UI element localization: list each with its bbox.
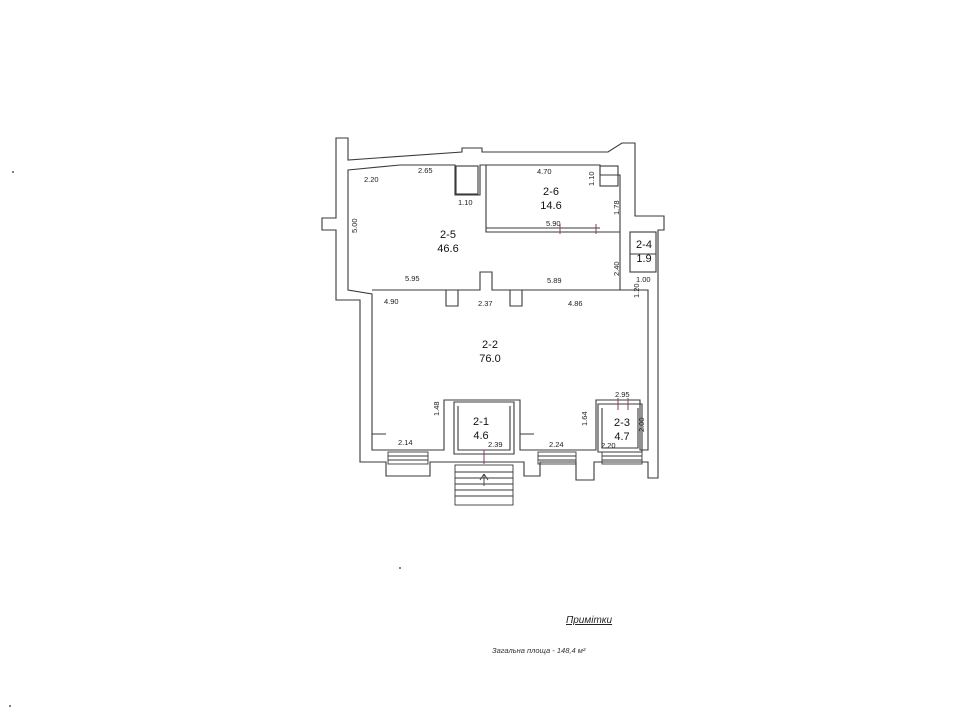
room-number: 2-5 — [440, 229, 456, 241]
window-marks — [483, 224, 629, 464]
room-area: 4.6 — [473, 430, 489, 442]
room-number: 2-6 — [543, 186, 559, 198]
right-steps — [601, 451, 643, 465]
room-area: 1.9 — [636, 253, 652, 265]
dimension-label: 2.65 — [418, 166, 433, 175]
notes-title: Примітки — [566, 615, 613, 626]
dimension-label: 1.00 — [636, 275, 651, 284]
room-label-2-4: 2-4 1.9 — [630, 238, 658, 266]
dimension-label: 2.95 — [615, 390, 630, 399]
dimension-label: 5.00 — [350, 218, 359, 233]
dimension-label: 2.14 — [398, 438, 413, 447]
dimension-label: 2.39 — [488, 440, 503, 449]
room-area: 14.6 — [540, 200, 562, 212]
room-number: 2-2 — [482, 339, 498, 351]
dimension-label: 2.37 — [478, 299, 493, 308]
total-area-note: Загальна площа - 148,4 м² — [492, 646, 586, 655]
dimension-label: 5.95 — [405, 274, 420, 283]
dimension-label: 4.90 — [384, 297, 399, 306]
scan-specks — [9, 171, 401, 707]
room-number: 2-3 — [614, 417, 630, 429]
dimension-label: 2.20 — [364, 175, 379, 184]
outer-wall — [321, 137, 665, 481]
left-steps — [387, 451, 429, 465]
main-stairs — [454, 464, 514, 506]
dimension-label: 4.70 — [537, 167, 552, 176]
room-box-2-4 — [629, 231, 657, 273]
dimension-label: 2.00 — [637, 417, 646, 432]
room-label-2-1: 2-1 4.6 — [463, 415, 499, 443]
dimension-label: 4.86 — [568, 299, 583, 308]
room-area: 4.7 — [614, 431, 630, 443]
inner-wall — [347, 164, 649, 451]
dimension-label: 2.24 — [549, 440, 564, 449]
room-label-2-5: 2-5 46.6 — [428, 228, 468, 256]
dimension-label: 5.90 — [546, 219, 561, 228]
room-area: 46.6 — [437, 243, 459, 255]
dimension-label: 1.20 — [632, 283, 641, 298]
dimension-label: 2.40 — [612, 261, 621, 276]
room-number: 2-4 — [636, 239, 652, 251]
dimension-label: 2.20 — [601, 441, 616, 450]
room-label-2-6: 2-6 14.6 — [531, 185, 571, 213]
room-area: 76.0 — [479, 353, 501, 365]
dimension-label: 1.78 — [612, 200, 621, 215]
dimension-label: 1.48 — [432, 401, 441, 416]
dimension-label: 1.64 — [580, 411, 589, 426]
room-label-2-3: 2-3 4.7 — [604, 416, 640, 444]
room-label-2-2: 2-2 76.0 — [470, 338, 510, 366]
dimension-label: 1.10 — [458, 198, 473, 207]
room-number: 2-1 — [473, 416, 489, 428]
middle-steps — [537, 451, 577, 465]
dimension-label: 5.89 — [547, 276, 562, 285]
dimension-label: 1.10 — [587, 171, 596, 186]
